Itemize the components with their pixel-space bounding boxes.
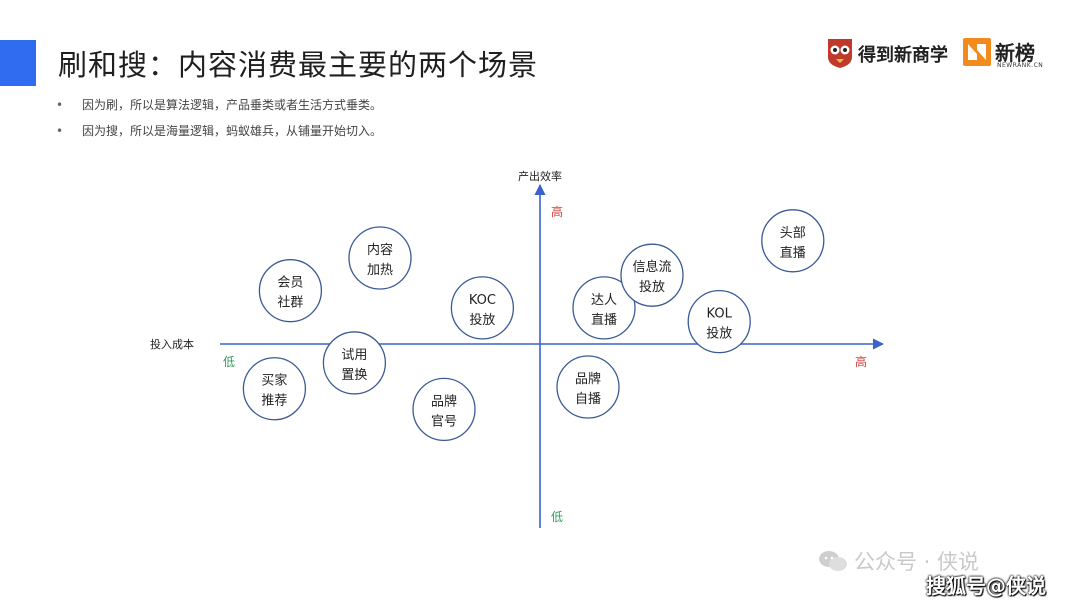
sohu-watermark: 搜狐号@侠说 [926,574,1046,598]
scatter-point-label: 官号 [431,413,457,429]
dedao-logo: 得到新商学 [826,35,956,71]
scatter-point-label: 直播 [591,313,617,328]
scatter-point-circle [572,276,636,340]
scatter-point-circle [258,259,323,323]
wechat-watermark-text: 公众号 · 侠说 [854,550,980,574]
scatter-point-label: 内容 [367,242,393,258]
x-axis-title: 投入成本 [150,337,194,351]
owl-badge-icon [828,39,852,68]
scatter-point-circle [556,355,620,419]
page-title: 刷和搜：内容消费最主要的两个场景 [58,48,539,82]
scatter-point-label: 品牌 [431,393,457,409]
scatter-point-label: 投放 [639,279,665,295]
scatter-point-label: 头部 [780,226,806,241]
scatter-point-label: 社群 [277,295,303,311]
xinbang-logo: 新榜 NEWRANK.CN [963,35,1073,71]
x-axis-low-label: 低 [223,355,235,369]
dedao-logo-text: 得到新商学 [858,45,948,66]
scatter-point-label: KOL [707,307,733,322]
scatter-point-circle [242,357,307,421]
bullet-list: 因为刷，所以是算法逻辑，产品垂类或者生活方式垂类。 因为搜，所以是海量逻辑，蚂蚁… [56,96,382,148]
scatter-point-circle [322,331,387,395]
wechat-watermark: 公众号 · 侠说 [818,546,979,576]
scatter-point-label: 加热 [367,263,393,278]
y-axis-low-label: 低 [551,510,563,524]
wechat-icon [819,551,847,571]
xinbang-mark-icon [963,38,991,66]
scatter-point-label: 品牌 [575,371,601,387]
scatter-point-label: 会员 [277,276,303,291]
bullet-item: 因为刷，所以是算法逻辑，产品垂类或者生活方式垂类。 [56,96,382,122]
scatter-point-label: 投放 [706,326,732,342]
scatter-point-label: 直播 [780,246,806,261]
scatter-point-label: 自播 [575,392,601,407]
y-axis-high-label: 高 [551,204,563,219]
scatter-point-label: 置换 [341,368,367,383]
scatter-point-label: KOC [469,293,496,308]
scatter-point-circle [348,226,412,290]
scatter-point-circle [412,377,476,442]
y-axis-title: 产出效率 [518,169,562,183]
scatter-point-label: 达人 [591,293,617,308]
scatter-point-label: 信息流 [632,259,671,275]
scatter-point-label: 投放 [469,312,495,328]
scatter-point-circle [450,276,515,340]
scatter-point-circle [761,209,825,273]
scatter-point-label: 试用 [341,348,367,363]
scatter-point-label: 推荐 [261,394,287,409]
scatter-point-circle [620,243,684,307]
xinbang-logo-subtext: NEWRANK.CN [997,62,1044,69]
x-axis-high-label: 高 [855,354,867,369]
scatter-point-circle [687,289,751,354]
xinbang-logo-text: 新榜 [995,41,1035,65]
title-accent-bar [0,40,36,86]
bullet-item: 因为搜，所以是海量逻辑，蚂蚁雄兵，从铺量开始切入。 [56,122,382,148]
scatter-point-label: 买家 [261,373,287,389]
